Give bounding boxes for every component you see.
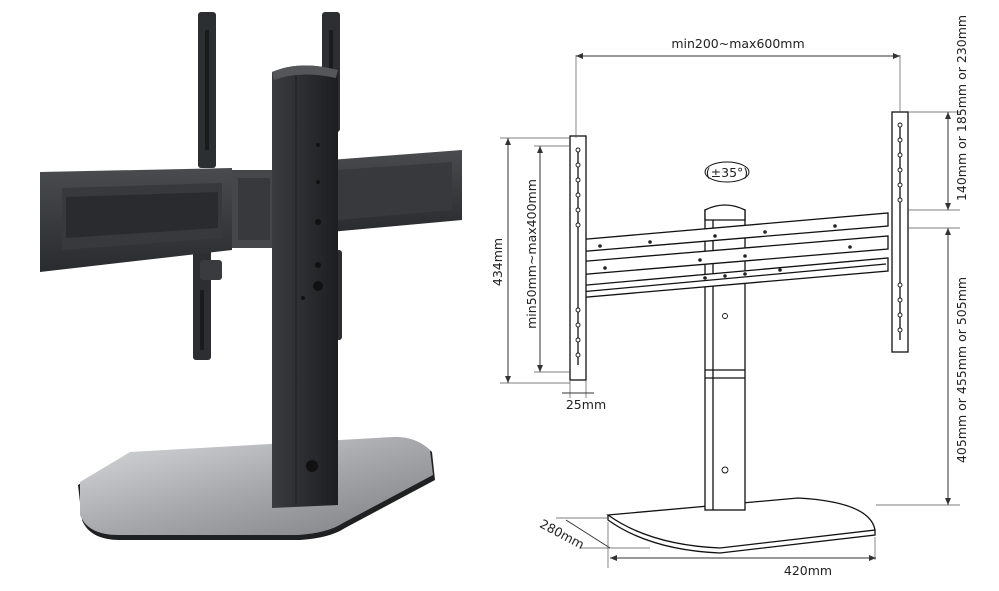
base-plate xyxy=(78,436,435,540)
total-height-label: 434mm xyxy=(490,238,505,286)
drawing-right-bracket xyxy=(891,111,909,353)
dim-column-height xyxy=(876,227,960,506)
dim-base-width xyxy=(607,522,876,568)
technical-drawing: (±35°) min200~max600mm 434mm min50mm~max… xyxy=(490,15,969,578)
tilt-indicator xyxy=(704,161,750,183)
tilt-label: (±35°) xyxy=(706,165,748,180)
column-height-label: 405mm or 455mm or 505mm xyxy=(954,277,969,463)
dim-width-range xyxy=(575,53,901,138)
horizontal-arm xyxy=(40,150,462,272)
base-depth-label: 280mm xyxy=(537,516,587,552)
left-vesa-bracket xyxy=(193,12,222,360)
dim-total-height xyxy=(500,137,570,384)
drawing-left-bracket xyxy=(569,135,587,381)
vesa-height-label: min50mm~max400mm xyxy=(524,179,539,329)
drawing-base-plate xyxy=(606,497,876,554)
bracket-depth-label: 25mm xyxy=(566,397,606,412)
column xyxy=(272,65,338,509)
product-render xyxy=(40,12,462,540)
dim-vesa-height xyxy=(534,145,570,373)
dim-top-offset xyxy=(908,111,960,211)
dim-base-depth xyxy=(556,517,650,549)
width-range-label: min200~max600mm xyxy=(671,36,804,51)
base-width-label: 420mm xyxy=(784,563,832,578)
rail-dots xyxy=(598,224,852,280)
top-offset-label: 140mm or 185mm or 230mm xyxy=(954,15,969,201)
dim-bracket-depth xyxy=(562,380,594,398)
